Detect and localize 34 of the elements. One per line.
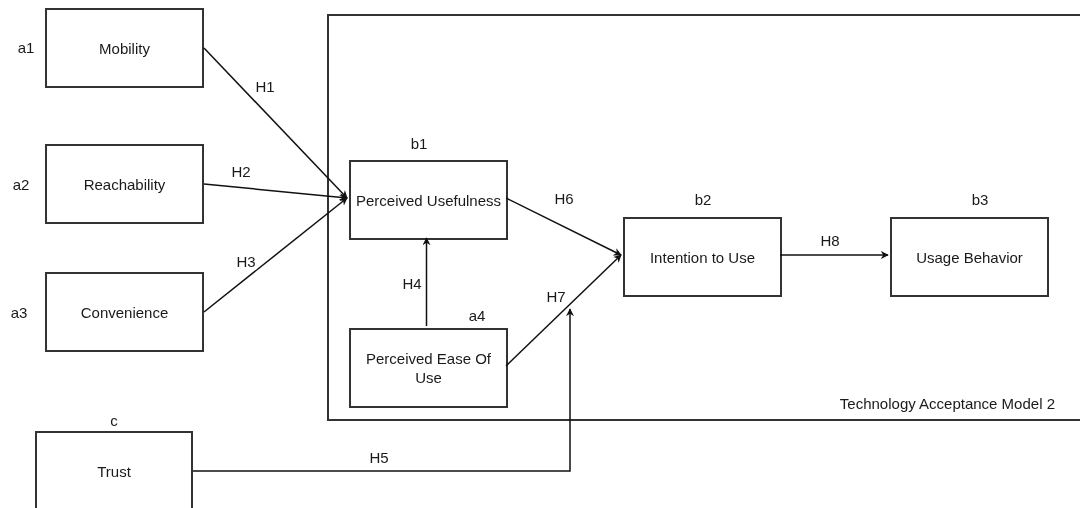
arrow	[192, 308, 574, 472]
variable-code: b1	[410, 134, 428, 152]
variable-code: a1	[17, 38, 35, 56]
arrow	[505, 197, 622, 256]
construct-box	[35, 431, 193, 508]
construct-label: Reachability	[83, 174, 166, 194]
construct-box	[623, 217, 782, 297]
arrow	[203, 197, 348, 313]
variable-code: b3	[971, 190, 989, 208]
construct-box	[45, 272, 204, 352]
arrow	[422, 237, 431, 327]
construct-label: Perceived Usefulness	[355, 190, 502, 210]
construct-box	[349, 160, 508, 240]
variable-code: c	[110, 411, 118, 429]
construct-label: Usage Behavior	[916, 247, 1023, 267]
arrow	[203, 183, 348, 202]
construct-box	[890, 217, 1049, 297]
variable-code: a3	[10, 303, 28, 321]
construct-label: Mobility	[99, 38, 150, 58]
variable-code: a2	[12, 175, 30, 193]
arrow	[779, 251, 889, 259]
model-group-frame	[327, 14, 1080, 421]
construct-label: Convenience	[80, 302, 169, 322]
construct-label: Intention to Use	[649, 247, 756, 267]
construct-box	[45, 8, 204, 88]
construct-box	[349, 328, 508, 408]
arrow	[203, 47, 348, 199]
variable-code: a4	[468, 306, 486, 324]
construct-box	[45, 144, 204, 224]
construct-label: Trust	[97, 461, 131, 481]
arrow	[505, 254, 622, 367]
group-title: Technology Acceptance Model 2	[839, 393, 1055, 414]
construct-label: Perceived Ease Of Use	[364, 349, 493, 387]
variable-code: b2	[694, 190, 712, 208]
